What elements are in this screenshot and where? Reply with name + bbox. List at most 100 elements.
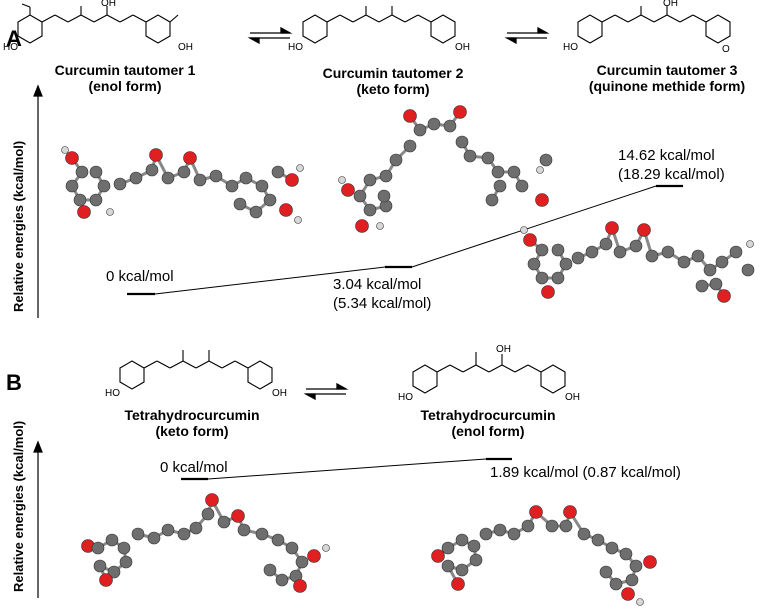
carbon-atom bbox=[577, 527, 591, 541]
hydrogen-atom bbox=[636, 598, 644, 606]
energy-diagram-b bbox=[181, 457, 512, 481]
carbon-atom bbox=[295, 555, 309, 569]
atom-label: HO bbox=[3, 42, 18, 53]
carbon-atom bbox=[217, 515, 231, 529]
carbon-atom bbox=[363, 203, 377, 217]
oxygen-atom bbox=[535, 193, 549, 207]
carbon-atom bbox=[613, 245, 627, 259]
carbon-atom bbox=[535, 243, 549, 257]
atom-label: OH bbox=[565, 392, 580, 403]
atom-label: HO bbox=[288, 42, 303, 53]
carbon-atom bbox=[441, 541, 455, 555]
carbon-atom bbox=[527, 257, 541, 271]
atom-label: OH bbox=[101, 0, 116, 9]
carbon-atom bbox=[605, 541, 619, 555]
oxygen-atom bbox=[99, 573, 113, 587]
carbon-atom bbox=[119, 555, 133, 569]
hydrogen-atom bbox=[296, 164, 304, 172]
carbon-atom bbox=[255, 179, 269, 193]
carbon-atom bbox=[161, 171, 175, 185]
equilibrium-arrows bbox=[247, 26, 550, 401]
carbon-atom bbox=[455, 533, 469, 547]
carbon-atom bbox=[129, 171, 143, 185]
formula-thc-keto bbox=[119, 350, 273, 390]
carbon-atom bbox=[441, 559, 455, 573]
y-axis-a-arrowhead bbox=[33, 84, 43, 97]
hydrogen-atom bbox=[536, 166, 544, 174]
carbon-atom bbox=[661, 245, 675, 259]
carbon-atom bbox=[97, 179, 111, 193]
hydrogen-atom bbox=[746, 240, 754, 248]
carbon-atom bbox=[585, 245, 599, 259]
carbon-atom bbox=[117, 541, 131, 555]
oxygen-atom bbox=[279, 203, 293, 217]
carbon-atom bbox=[559, 519, 573, 533]
carbon-atom bbox=[629, 239, 643, 253]
tautomer-3-form: (quinone methide form) bbox=[588, 78, 746, 94]
carbon-atom bbox=[485, 193, 499, 207]
energy-value-tautomer-3: 14.62 kcal/mol bbox=[618, 147, 715, 164]
carbon-atom bbox=[493, 523, 507, 537]
panel-label-b: B bbox=[6, 370, 22, 395]
carbon-atom bbox=[107, 565, 121, 579]
carbon-atom bbox=[233, 197, 247, 211]
energy-label-thc-enol: 1.89 kcal/mol (0.87 kcal/mol) bbox=[490, 464, 681, 481]
ball-and-stick-models bbox=[61, 105, 755, 606]
carbon-atom bbox=[377, 189, 391, 203]
carbon-atom bbox=[599, 565, 613, 579]
thc-keto-label: Tetrahydrocurcumin (keto form) bbox=[112, 407, 272, 439]
carbon-atom bbox=[467, 539, 481, 553]
atom-label: OH bbox=[496, 344, 511, 355]
carbon-atom bbox=[507, 165, 521, 179]
tautomer-1-label: Curcumin tautomer 1 (enol form) bbox=[50, 62, 200, 94]
connector-2-3 bbox=[411, 185, 657, 268]
carbon-atom bbox=[403, 139, 417, 153]
carbon-atom bbox=[91, 541, 105, 555]
formula-tautomer-3 bbox=[577, 6, 731, 44]
carbon-atom bbox=[625, 573, 639, 587]
carbon-atom bbox=[645, 249, 659, 263]
atom-label: HO bbox=[563, 42, 578, 53]
oxygen-atom bbox=[293, 579, 307, 593]
carbon-atom bbox=[73, 193, 87, 207]
oxygen-atom bbox=[637, 223, 651, 237]
carbon-atom bbox=[729, 245, 743, 259]
oxygen-atom bbox=[717, 289, 731, 303]
connector-keto-enol bbox=[207, 458, 487, 480]
formula-thc-enol bbox=[412, 352, 566, 394]
carbon-atom bbox=[551, 271, 565, 285]
tautomer-2-form: (keto form) bbox=[356, 81, 430, 97]
atom-label: HO bbox=[105, 388, 120, 399]
oxygen-atom bbox=[77, 205, 91, 219]
carbon-atom bbox=[145, 163, 159, 177]
y-axis-label-b: Relative energies (kcal/mol) bbox=[11, 420, 26, 592]
carbon-atom bbox=[285, 541, 299, 555]
carbon-atom bbox=[237, 523, 251, 537]
hydrogen-atom bbox=[322, 544, 330, 552]
carbon-atom bbox=[225, 179, 239, 193]
carbon-atom bbox=[469, 553, 483, 567]
carbon-atom bbox=[619, 547, 633, 561]
carbon-atom bbox=[539, 153, 553, 167]
energy-value-tautomer-2: 3.04 kcal/mol bbox=[333, 276, 422, 293]
oxygen-atom bbox=[541, 285, 555, 299]
model-thc-enol bbox=[431, 505, 657, 606]
y-axis-b-arrowhead bbox=[33, 440, 43, 453]
hydrogen-atom bbox=[106, 208, 114, 216]
carbon-atom bbox=[481, 151, 495, 165]
oxygen-atom bbox=[403, 109, 417, 123]
model-thc-keto bbox=[81, 493, 330, 593]
carbon-atom bbox=[93, 559, 107, 573]
carbon-atom bbox=[271, 165, 285, 179]
atom-label: OH bbox=[455, 42, 470, 53]
oxygen-atom bbox=[605, 221, 619, 235]
carbon-atom bbox=[521, 519, 535, 533]
oxygen-atom bbox=[453, 105, 467, 119]
carbon-atom bbox=[353, 189, 367, 203]
carbon-atom bbox=[275, 573, 289, 587]
oxygen-atom bbox=[307, 549, 321, 563]
hydrogen-atom bbox=[376, 222, 384, 230]
carbon-atom bbox=[715, 255, 729, 269]
